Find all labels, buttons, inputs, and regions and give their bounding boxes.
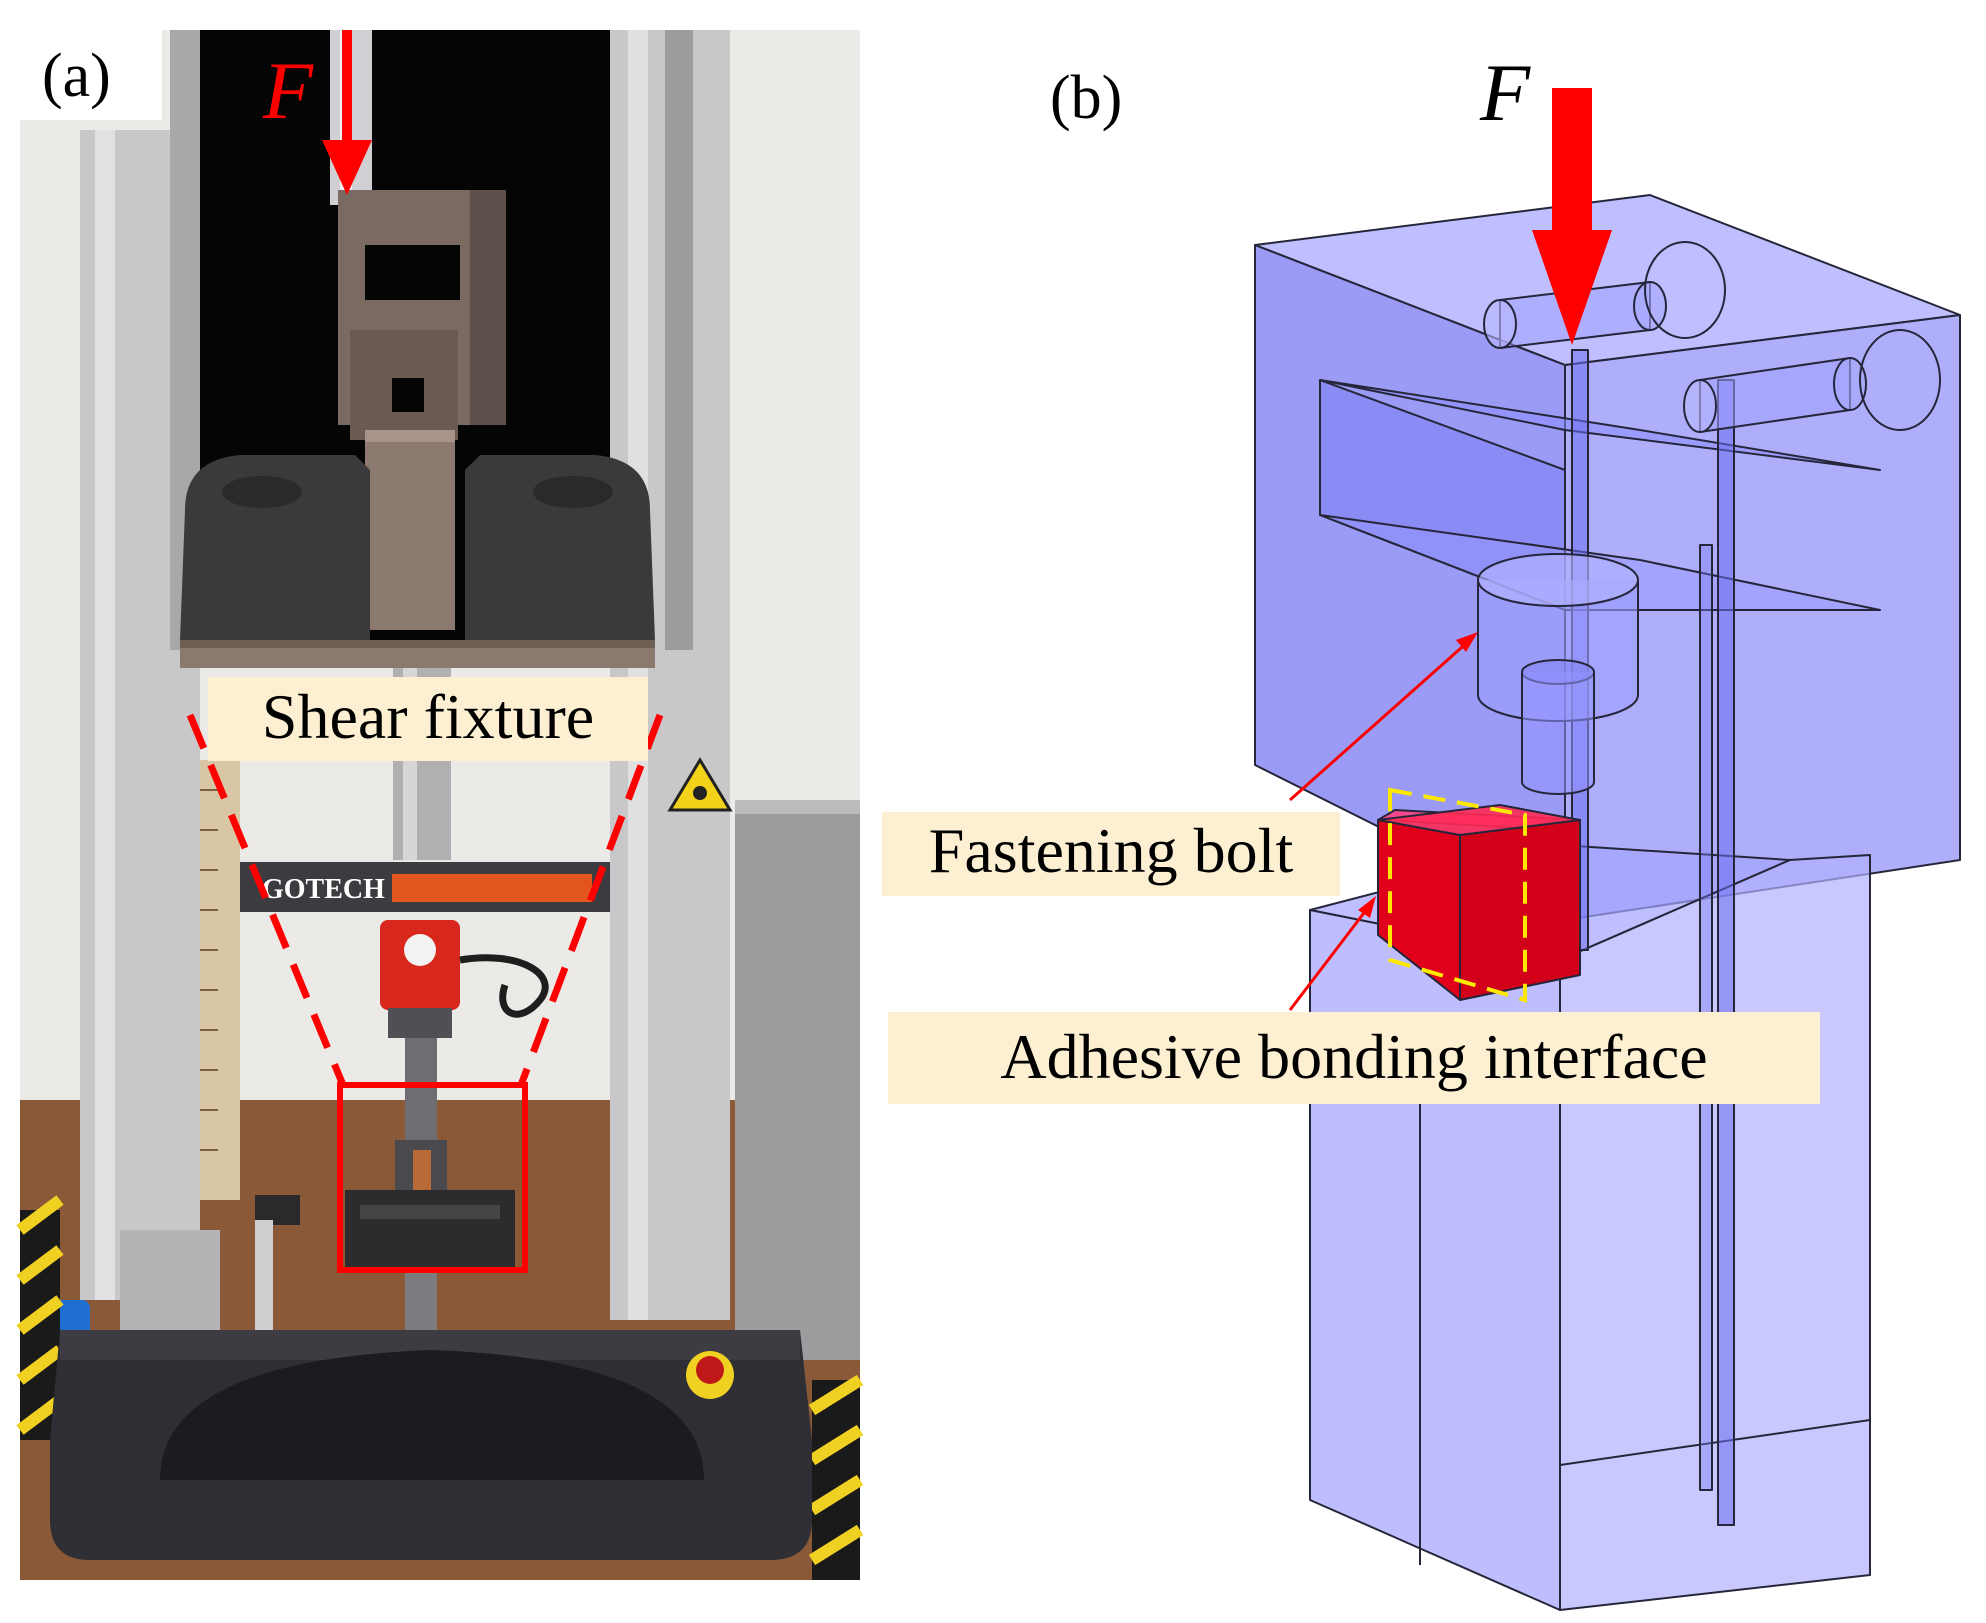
lower-rod [405, 1038, 437, 1148]
bonding-interface-label: Adhesive bonding interface [1000, 1021, 1707, 1092]
fastening-bolt-label-box [882, 812, 1340, 896]
force-arrow-a [322, 30, 372, 195]
panel-b: (b) [882, 47, 1961, 1611]
left-column-foot [120, 1230, 220, 1340]
side-cabinet [735, 800, 860, 1360]
left-grip [180, 455, 370, 640]
safety-stripes-left [16, 1195, 64, 1440]
warning-label-icon [667, 757, 733, 812]
top-pin-right [1683, 329, 1941, 433]
scale-ruler [200, 760, 240, 1200]
shear-fixture-label: Shear fixture [262, 681, 594, 752]
base-arch [160, 1350, 704, 1480]
bonding-interface-label-box [888, 1012, 1820, 1104]
bonded-specimen [1377, 804, 1581, 1001]
fastening-bolt-label: Fastening bolt [929, 815, 1294, 886]
machine-brand: GOTECH [262, 874, 385, 905]
panel-label-b: (b) [1050, 64, 1122, 132]
fastening-bolt [1477, 553, 1639, 795]
lower-fixture [345, 1190, 515, 1270]
force-label-a: F [262, 45, 314, 136]
cavity-upper-shelf [1319, 379, 1881, 471]
zoom-frame [337, 1082, 528, 1273]
force-arrow-b [1532, 88, 1612, 345]
fixture-model [1254, 194, 1961, 1611]
force-label-b: F [1479, 47, 1531, 138]
vertical-channel-right [1717, 379, 1735, 1526]
bonding-interface-outline [1388, 787, 1527, 1003]
shear-fixture-label-box [208, 677, 648, 761]
right-column-top [665, 30, 693, 650]
panel-label-a: (a) [42, 42, 111, 110]
safety-stripes-right [808, 1374, 864, 1580]
right-grip [465, 455, 655, 640]
leader-lines [1288, 632, 1478, 1011]
load-cell-cable [459, 954, 549, 1018]
upper-fixture [338, 190, 506, 630]
zoom-callout [186, 713, 664, 1273]
lower-body-side [1559, 854, 1871, 1611]
panel-a: GOTECH [16, 30, 864, 1580]
